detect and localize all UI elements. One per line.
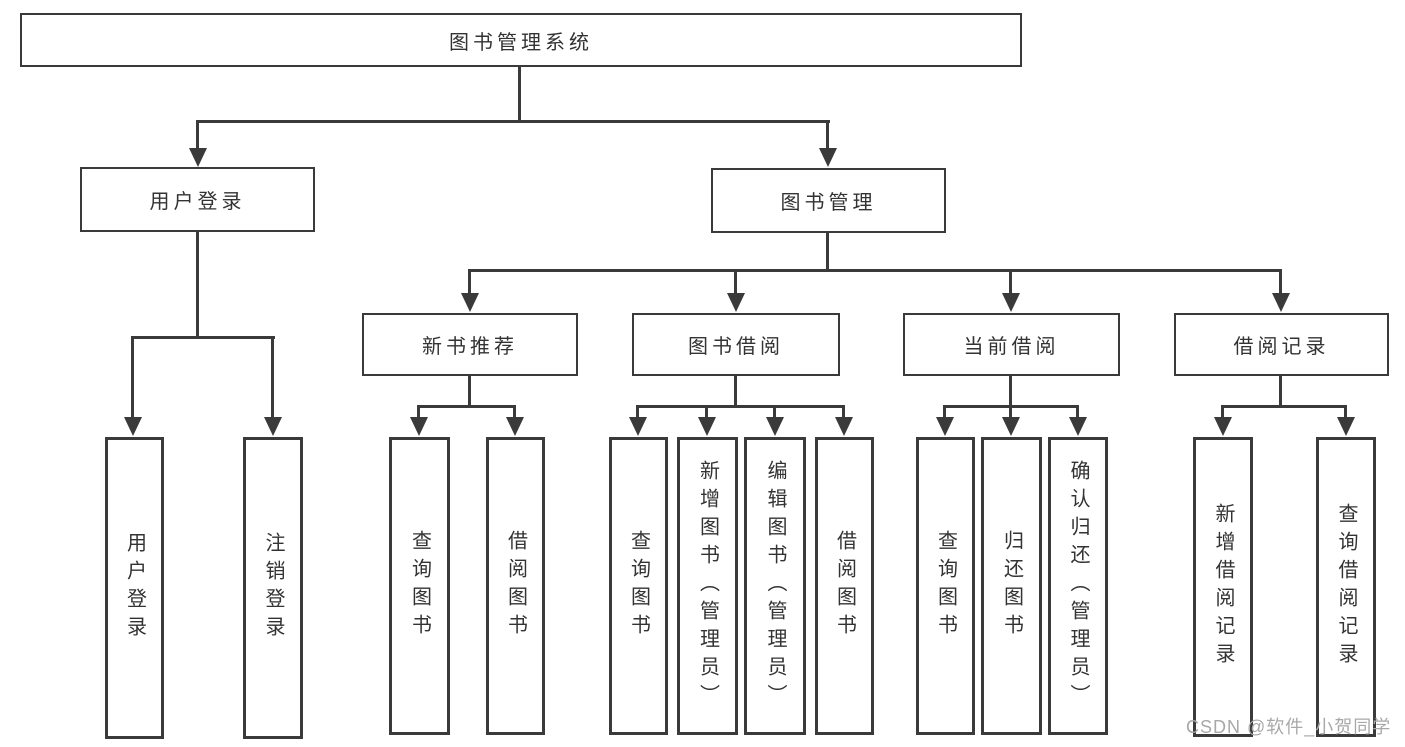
connector-book-borrowing-stem [734,376,737,405]
node-root: 图书管理系统 [20,13,1022,67]
arrow-to-edit-books [773,405,776,417]
node-leaf-query-borrow-record: 查询借阅记录 [1316,437,1376,737]
arrow-to-query-borrow-record [1344,405,1347,417]
arrow-to-borrow-books-2 [842,405,845,417]
arrow-to-book-management [826,120,829,148]
connector-level3-distribution [468,269,1282,272]
node-leaf-query-books-3: 查询图书 [916,437,975,735]
connector-borrow-records-distribution [1221,405,1347,408]
arrow-to-user-login [196,120,199,148]
node-leaf-user-login: 用户登录 [105,437,164,739]
node-leaf-add-books-admin: 新增图书（管理员） [677,437,738,735]
connector-user-login-stem [196,232,199,336]
node-leaf-logout: 注销登录 [243,437,303,739]
arrow-to-current-borrowing [1009,269,1012,293]
arrow-to-confirm-return [1076,405,1079,417]
connector-book-management-stem [826,233,829,269]
arrow-to-add-books [705,405,708,417]
connector-new-book-distribution [417,405,516,408]
arrow-to-new-book-recommend [468,269,471,293]
node-user-login: 用户登录 [80,167,315,232]
csdn-watermark: CSDN @软件_小贺同学 [1186,717,1392,737]
connector-book-borrowing-distribution [636,405,845,408]
node-leaf-borrow-books-1: 借阅图书 [486,437,545,735]
arrow-to-logout [271,336,274,417]
node-leaf-confirm-return-admin: 确认归还（管理员） [1048,437,1108,735]
arrow-to-query-books-1 [417,405,420,417]
arrow-to-login [131,336,134,417]
node-borrow-records: 借阅记录 [1174,313,1389,376]
arrow-to-return-books [1009,405,1012,417]
arrow-to-add-borrow-record [1221,405,1224,417]
node-current-borrowing: 当前借阅 [903,313,1120,376]
arrow-to-query-books-2 [636,405,639,417]
connector-current-borrowing-stem [1009,376,1012,405]
arrow-to-borrow-records [1279,269,1282,293]
node-leaf-edit-books-admin: 编辑图书（管理员） [744,437,806,735]
node-leaf-query-books-1: 查询图书 [389,437,450,735]
node-book-management: 图书管理 [711,168,946,233]
connector-root-distribution [197,120,830,123]
arrow-to-book-borrowing [734,269,737,293]
connector-borrow-records-stem [1279,376,1282,405]
node-leaf-add-borrow-record: 新增借阅记录 [1193,437,1253,737]
node-book-borrowing: 图书借阅 [632,313,840,376]
node-leaf-query-books-2: 查询图书 [609,437,668,735]
node-new-book-recommend: 新书推荐 [362,313,578,376]
arrow-to-query-books-3 [943,405,946,417]
arrow-to-borrow-books-1 [513,405,516,417]
node-leaf-borrow-books-2: 借阅图书 [815,437,874,735]
connector-root-stem [518,67,521,120]
node-leaf-return-books: 归还图书 [981,437,1042,735]
connector-user-login-distribution [132,336,275,339]
connector-new-book-stem [468,376,471,405]
